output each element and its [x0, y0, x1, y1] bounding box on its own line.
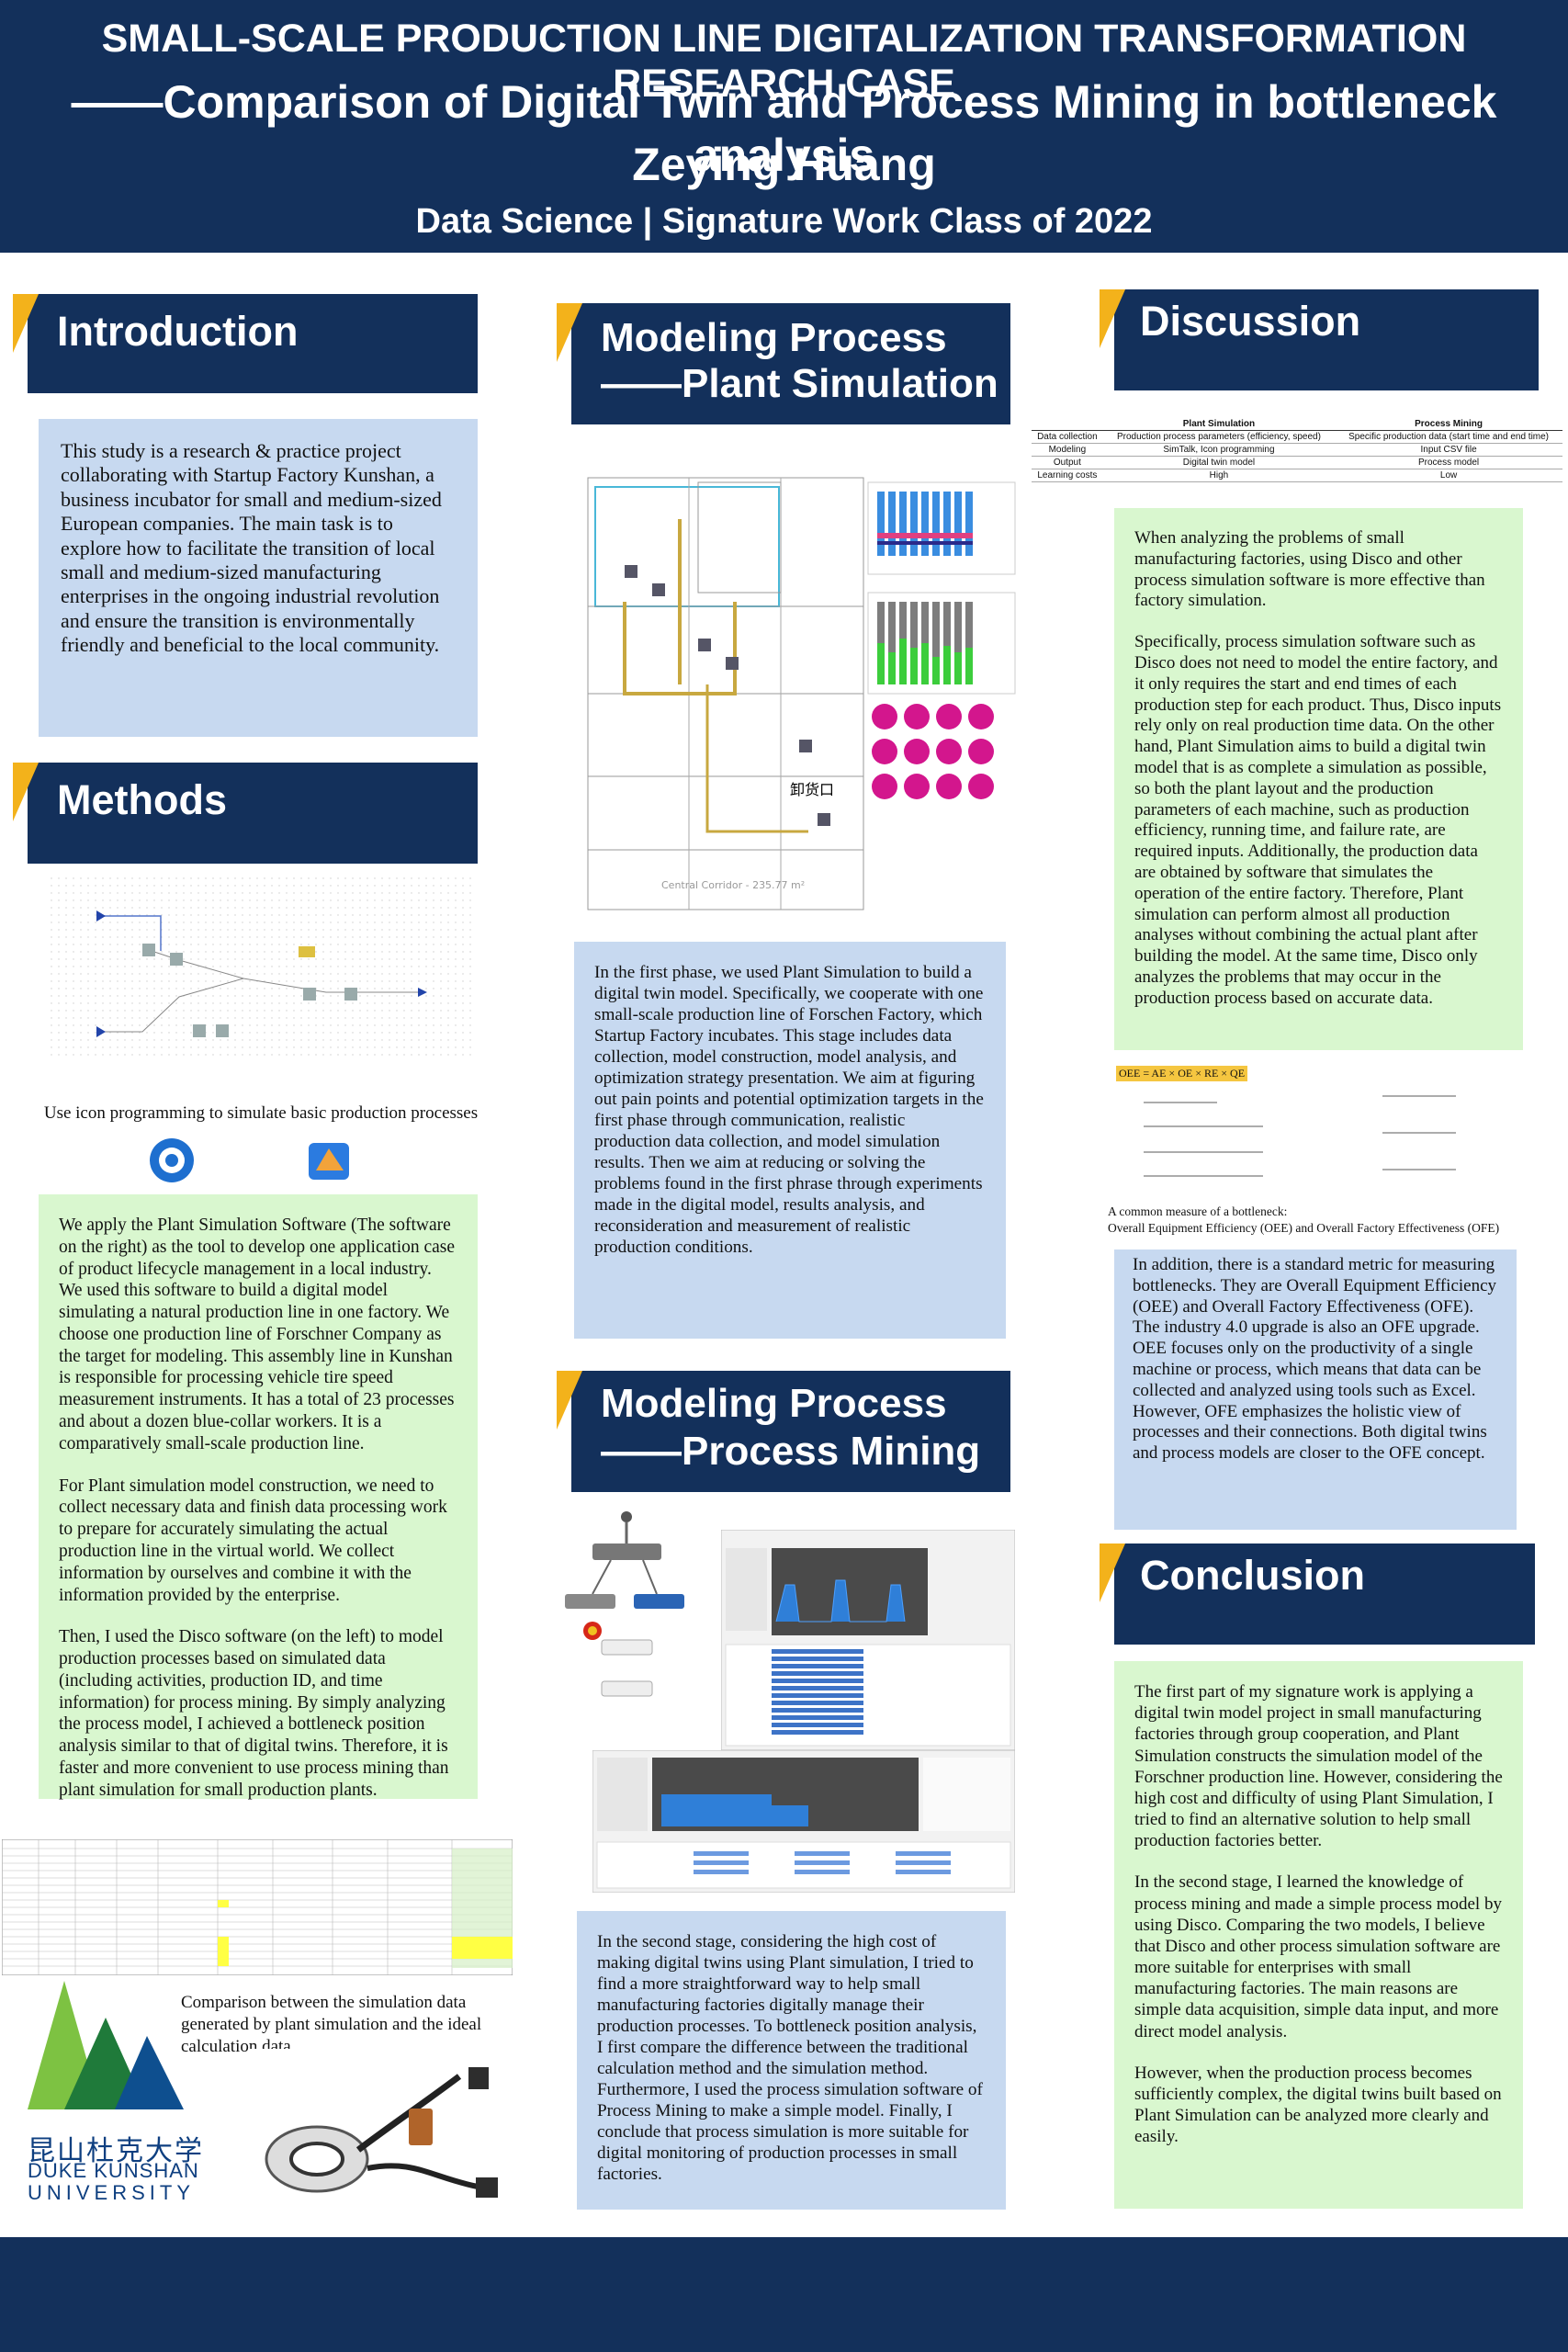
- process-mining-title-2: ——Process Mining: [601, 1429, 981, 1474]
- discussion-box: When analyzing the problems of small man…: [1114, 508, 1523, 1050]
- oee-formula-figure: OEE = AE × OE × RE × QE: [1116, 1066, 1520, 1194]
- table-cell: Input CSV file: [1335, 443, 1562, 457]
- floor-label: Central Corridor - 235.77 m²: [661, 879, 805, 891]
- methods-title: Methods: [57, 776, 227, 823]
- methods-paragraph: Then, I used the Disco software (on the …: [59, 1627, 449, 1800]
- table-header: [1032, 418, 1103, 431]
- process-mining-header: Modeling Process ——Process Mining: [571, 1371, 1010, 1492]
- plant-simulation-title-1: Modeling Process: [601, 315, 947, 360]
- icon-programming-diagram: [51, 877, 473, 1061]
- discussion-title: Discussion: [1140, 298, 1361, 345]
- dku-logo-mark: [28, 1981, 193, 2109]
- comparison-table: Plant Simulation Process Mining Data col…: [1032, 418, 1562, 482]
- process-mining-text: In the second stage, considering the hig…: [597, 1932, 983, 2185]
- comparison-caption: Comparison between the simulation data g…: [181, 1993, 482, 2056]
- table-header: Process Mining: [1335, 418, 1562, 431]
- logo-cn-text: 昆山杜克大学: [28, 2136, 204, 2166]
- speed-sensor-product-image: [248, 2049, 514, 2214]
- metrics-box: In addition, there is a standard metric …: [1114, 1250, 1517, 1530]
- program-line: Data Science | Signature Work Class of 2…: [415, 202, 1153, 241]
- simulation-data-table: [2, 1839, 513, 1975]
- table-cell: Process model: [1335, 456, 1562, 469]
- introduction-box: This study is a research & practice proj…: [39, 419, 478, 737]
- table-cell: Low: [1335, 469, 1562, 482]
- title-line-2: ——Comparison of Digital Twin and Process…: [71, 76, 1497, 181]
- poster-header: SMALL-SCALE PRODUCTION LINE DIGITALIZATI…: [0, 0, 1568, 253]
- author-name: Zeying Huang: [632, 139, 936, 190]
- poster-footer: [0, 2237, 1568, 2352]
- icon-programming-caption: Use icon programming to simulate basic p…: [43, 1103, 479, 1123]
- accent-flag: [1100, 289, 1125, 348]
- table-cell: Specific production data (start time and…: [1335, 430, 1562, 444]
- disco-activity-view: [592, 1750, 1015, 1893]
- introduction-header: Introduction: [28, 294, 478, 393]
- table-cell: High: [1102, 469, 1336, 482]
- methods-header: Methods: [28, 763, 478, 864]
- table-row: Learning costs High Low: [1032, 469, 1562, 482]
- plant-simulation-box: In the first phase, we used Plant Simula…: [574, 942, 1006, 1339]
- formula-caption-line-2: Overall Equipment Efficiency (OEE) and O…: [1108, 1220, 1500, 1235]
- logo-en-text-1: DUKE KUNSHAN: [28, 2159, 199, 2182]
- table-cell: Production process parameters (efficienc…: [1102, 430, 1336, 444]
- discussion-paragraph: When analyzing the problems of small man…: [1134, 528, 1485, 611]
- conclusion-box: The first part of my signature work is a…: [1114, 1661, 1523, 2209]
- introduction-text: This study is a research & practice proj…: [61, 439, 442, 657]
- formula-caption: A common measure of a bottleneck: Overal…: [1108, 1204, 1549, 1236]
- accent-flag: [1100, 1544, 1125, 1602]
- oee-formula: OEE = AE × OE × RE × QE: [1116, 1066, 1248, 1081]
- dock-label: 卸货口: [790, 781, 834, 798]
- discussion-header: Discussion: [1114, 289, 1539, 390]
- accent-flag: [557, 1371, 582, 1430]
- disco-software-icon: [147, 1136, 197, 1185]
- table-header: Plant Simulation: [1102, 418, 1336, 431]
- accent-flag: [13, 294, 39, 353]
- accent-flag: [557, 303, 582, 362]
- plant-simulation-text: In the first phase, we used Plant Simula…: [594, 963, 984, 1258]
- logo-en-text-2: UNIVERSITY: [28, 2181, 196, 2204]
- conclusion-header: Conclusion: [1114, 1544, 1535, 1645]
- disco-process-map: [560, 1511, 698, 1723]
- table-cell: Output: [1032, 456, 1103, 469]
- conclusion-title: Conclusion: [1140, 1552, 1365, 1599]
- methods-paragraph: For Plant simulation model construction,…: [59, 1476, 447, 1605]
- table-cell: Data collection: [1032, 430, 1103, 444]
- conclusion-paragraph: The first part of my signature work is a…: [1134, 1682, 1503, 1851]
- plant-simulation-icon: [303, 1136, 356, 1185]
- table-row: Modeling SimTalk, Icon programming Input…: [1032, 443, 1562, 457]
- conclusion-paragraph: However, when the production process bec…: [1134, 2063, 1502, 2147]
- title-line-1: SMALL-SCALE PRODUCTION LINE DIGITALIZATI…: [101, 17, 1467, 106]
- plant-simulation-header: Modeling Process ——Plant Simulation: [571, 303, 1010, 424]
- methods-box: We apply the Plant Simulation Software (…: [39, 1194, 478, 1800]
- process-mining-box: In the second stage, considering the hig…: [577, 1911, 1006, 2210]
- table-cell: Digital twin model: [1102, 456, 1336, 469]
- table-header-row: Plant Simulation Process Mining: [1032, 418, 1562, 431]
- formula-fractions: [1144, 1095, 1456, 1177]
- table-row: Data collection Production process param…: [1032, 430, 1562, 444]
- methods-paragraph: We apply the Plant Simulation Software (…: [59, 1216, 456, 1453]
- formula-caption-line-1: A common measure of a bottleneck:: [1108, 1204, 1288, 1218]
- metrics-text: In addition, there is a standard metric …: [1133, 1255, 1497, 1464]
- table-cell: Modeling: [1032, 443, 1103, 457]
- process-mining-title-1: Modeling Process: [601, 1381, 947, 1426]
- discussion-paragraph: Specifically, process simulation softwar…: [1134, 632, 1502, 1008]
- table-cell: SimTalk, Icon programming: [1102, 443, 1336, 457]
- conclusion-paragraph: In the second stage, I learned the knowl…: [1134, 1872, 1502, 2041]
- table-cell: Learning costs: [1032, 469, 1103, 482]
- accent-flag: [13, 763, 39, 821]
- plant-simulation-title-2: ——Plant Simulation: [601, 361, 998, 406]
- table-row: Output Digital twin model Process model: [1032, 456, 1562, 469]
- introduction-title: Introduction: [57, 308, 299, 355]
- factory-layout-model: 卸货口 Central Corridor - 235.77 m²: [570, 464, 1020, 914]
- disco-statistics-view: [721, 1530, 1015, 1750]
